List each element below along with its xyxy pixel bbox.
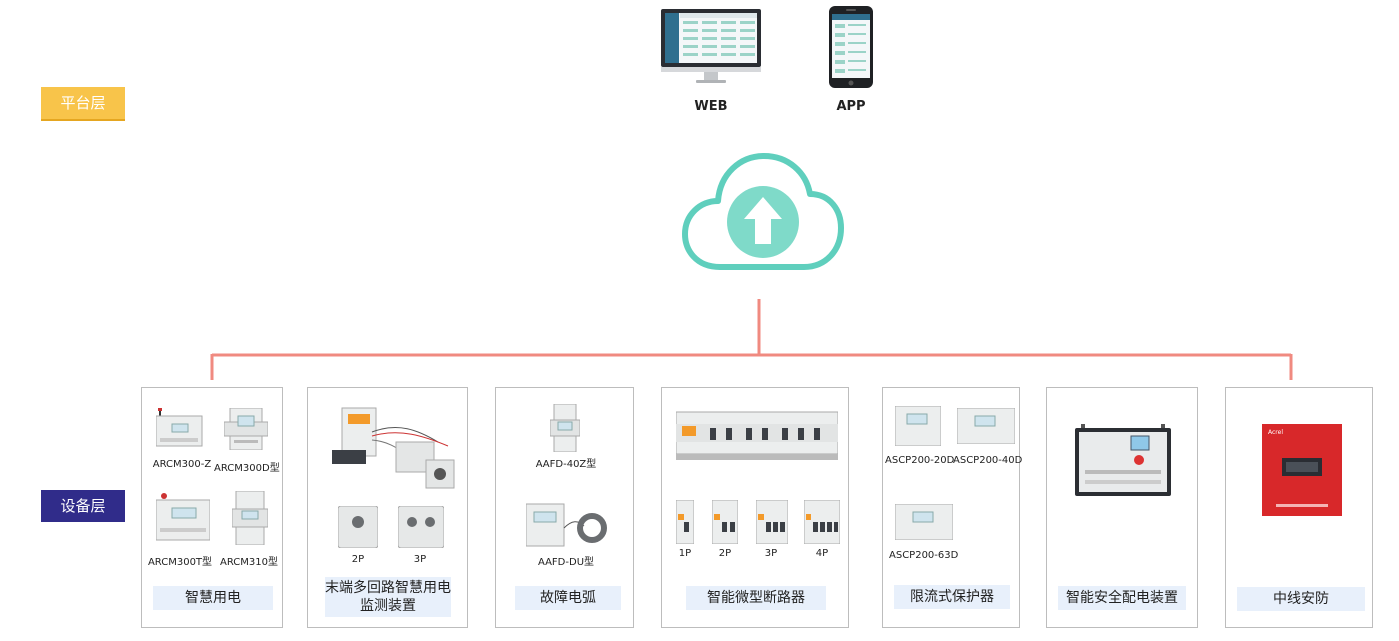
arcm300d-device-icon (224, 408, 268, 450)
card-current-limiter[interactable]: ASCP200-20D ASCP200-40D ASCP200-63D 限流式保… (882, 387, 1023, 628)
ct-3p-icon (398, 506, 444, 548)
card-title: 限流式保护器 (894, 585, 1010, 609)
card-neutral-line-security[interactable]: Acrel 中线安防 (1225, 387, 1373, 628)
multi-circuit-device-icon (332, 407, 455, 489)
model-label: AAFD-DU型 (537, 557, 595, 568)
arcm300t-device-icon (156, 493, 210, 541)
distribution-box-icon (1075, 424, 1171, 496)
model-label: ASCP200-40D (953, 455, 1023, 466)
model-label: 1P (678, 548, 692, 559)
monitor-icon (660, 8, 762, 84)
arcm310-device-icon (232, 491, 268, 545)
mcb-group-icon (676, 411, 838, 460)
ascp200-63d-device-icon (895, 504, 953, 540)
svg-text:Acrel: Acrel (1268, 429, 1283, 436)
model-label: 2P (351, 554, 365, 565)
app-label: APP (836, 99, 866, 114)
card-multi-circuit-monitor[interactable]: 2P 3P 末端多回路智慧用电监测装置 (307, 387, 468, 628)
security-cabinet-icon: Acrel (1262, 424, 1342, 516)
mcb-2p-icon (712, 500, 738, 544)
model-label: 4P (815, 548, 829, 559)
model-label: 3P (413, 554, 427, 565)
cloud-upload-icon (680, 150, 846, 274)
card-title: 智慧用电 (153, 586, 273, 610)
card-arc-fault[interactable]: AAFD-40Z型 AAFD-DU型 故障电弧 (495, 387, 634, 628)
model-label: ARCM310型 (220, 557, 278, 568)
device-layer-tag: 设备层 (41, 490, 125, 522)
model-label: ARCM300D型 (214, 463, 280, 474)
mcb-1p-icon (676, 500, 694, 544)
ascp200-20d-device-icon (895, 406, 941, 446)
platform-layer-tag: 平台层 (41, 87, 125, 121)
model-label: 3P (764, 548, 778, 559)
card-title: 末端多回路智慧用电监测装置 (325, 577, 451, 617)
card-smart-power-distribution[interactable]: 智能安全配电装置 (1046, 387, 1198, 628)
card-smart-mcb[interactable]: 1P 2P 3P 4P 智能微型断路器 (661, 387, 849, 628)
model-label: ARCM300-Z (152, 459, 212, 470)
model-label: 2P (718, 548, 732, 559)
ct-2p-icon (338, 506, 378, 548)
model-label: AAFD-40Z型 (535, 459, 597, 470)
aafd-40z-device-icon (550, 404, 580, 452)
aafd-du-device-icon (526, 503, 607, 547)
card-title: 中线安防 (1237, 587, 1365, 611)
card-title: 智能微型断路器 (686, 586, 826, 610)
card-title: 智能安全配电装置 (1058, 586, 1186, 610)
card-title: 故障电弧 (515, 586, 621, 610)
connector-lines (210, 299, 1293, 380)
ascp200-40d-device-icon (957, 408, 1015, 444)
model-label: ASCP200-63D (889, 550, 959, 561)
web-label: WEB (694, 99, 728, 114)
mcb-3p-icon (756, 500, 788, 544)
smartphone-icon (828, 5, 874, 89)
card-smart-electricity[interactable]: ARCM300-Z ARCM300D型 ARCM300T型 ARCM310型 智… (141, 387, 283, 628)
arcm300z-device-icon (156, 408, 203, 447)
model-label: ASCP200-20D (885, 455, 955, 466)
mcb-4p-icon (804, 500, 840, 544)
model-label: ARCM300T型 (147, 557, 213, 568)
